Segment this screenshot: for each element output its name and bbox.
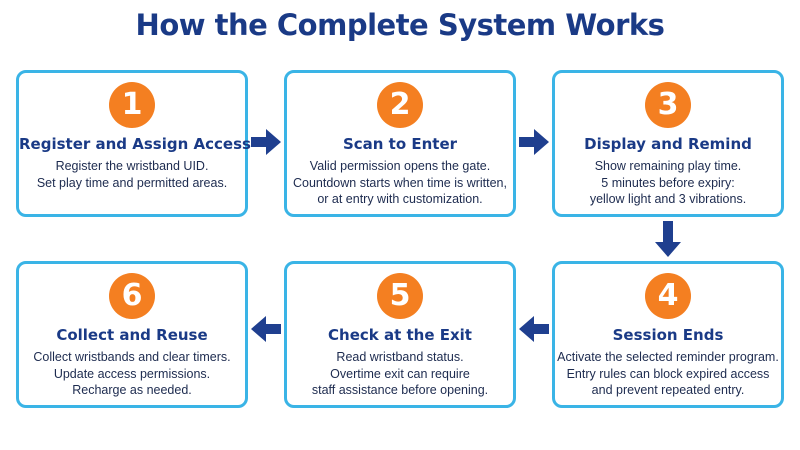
step-description: Register the wristband UID. Set play tim… <box>19 158 245 191</box>
step-description-line: Overtime exit can require <box>330 366 470 381</box>
step-card-3: 3 Display and Remind Show remaining play… <box>552 70 784 217</box>
step-description-line: Valid permission opens the gate. <box>309 159 491 173</box>
arrow-right-icon <box>519 129 549 155</box>
step-description-line: Activate the selected reminder program. <box>557 350 779 364</box>
step-title: Collect and Reuse <box>56 326 208 344</box>
step-number-badge: 2 <box>377 82 423 128</box>
step-description: Read wristband status. Overtime exit can… <box>287 349 513 399</box>
step-description-line: Register the wristband UID. <box>55 159 209 173</box>
step-description-line: and prevent repeated entry. <box>591 383 745 397</box>
step-description-line: yellow light and 3 vibrations. <box>589 192 747 206</box>
arrow-left-icon <box>519 316 549 342</box>
step-card-2: 2 Scan to Enter Valid permission opens t… <box>284 70 516 217</box>
step-description: Valid permission opens the gate. Countdo… <box>287 158 513 208</box>
step-title: Display and Remind <box>584 135 752 153</box>
arrow-left-icon <box>251 316 281 342</box>
step-number-badge: 6 <box>109 273 155 319</box>
step-description-line: Entry rules can block expired access <box>566 366 770 381</box>
step-number-badge: 1 <box>109 82 155 128</box>
step-description-line: Collect wristbands and clear timers. <box>33 350 231 364</box>
page-title: How the Complete System Works <box>135 8 665 42</box>
step-title: Scan to Enter <box>342 135 458 153</box>
step-description: Show remaining play time. 5 minutes befo… <box>555 158 781 208</box>
step-card-1: 1 Register and Assign Access Register th… <box>16 70 251 217</box>
step-description: Activate the selected reminder program. … <box>555 349 781 399</box>
step-card-6: 6 Collect and Reuse Collect wristbands a… <box>16 261 248 408</box>
step-title: Session Ends <box>612 326 724 344</box>
step-description-line: Read wristband status. <box>336 350 464 364</box>
step-description-line: 5 minutes before expiry: <box>601 175 735 190</box>
step-description-line: or at entry with customization. <box>317 192 483 206</box>
step-description-line: Recharge as needed. <box>72 383 192 397</box>
step-card-5: 5 Check at the Exit Read wristband statu… <box>284 261 516 408</box>
step-number-badge: 3 <box>645 82 691 128</box>
step-number-badge: 4 <box>645 273 691 319</box>
arrow-right-icon <box>251 129 281 155</box>
step-title: Register and Assign Access <box>19 135 251 153</box>
step-description-line: Show remaining play time. <box>594 159 742 173</box>
step-description-line: Countdown starts when time is written, <box>293 175 507 190</box>
step-description: Collect wristbands and clear timers. Upd… <box>19 349 245 399</box>
arrow-down-icon <box>655 221 681 257</box>
step-number-badge: 5 <box>377 273 423 319</box>
step-card-4: 4 Session Ends Activate the selected rem… <box>552 261 784 408</box>
step-description-line: staff assistance before opening. <box>311 383 489 397</box>
step-description-line: Update access permissions. <box>53 366 211 381</box>
step-title: Check at the Exit <box>328 326 472 344</box>
step-description-line: Set play time and permitted areas. <box>36 175 228 190</box>
